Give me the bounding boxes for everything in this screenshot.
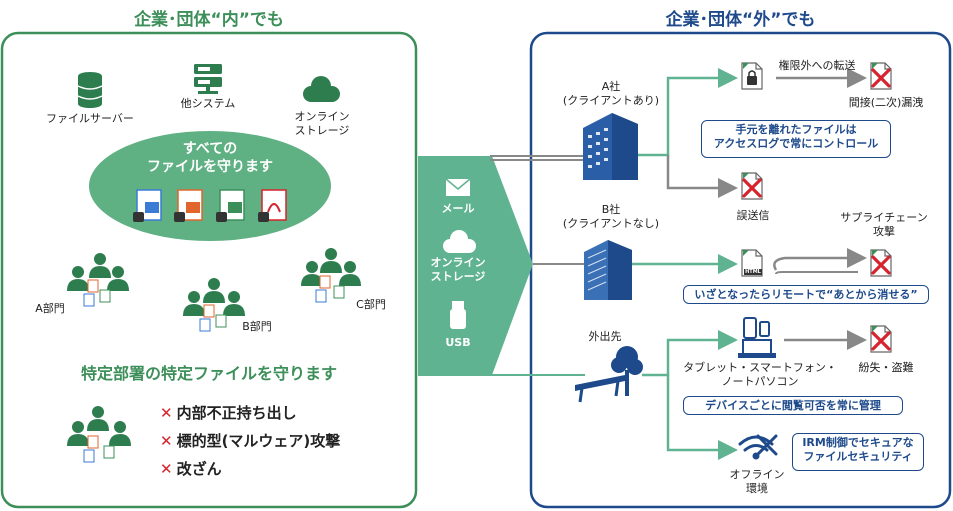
supply-chain-label-1: サプライチェーン xyxy=(840,211,928,224)
channel-online-label-2: ストレージ xyxy=(430,270,486,283)
device-control-box: デバイスごとに閲覧可否を常に管理 xyxy=(683,396,903,415)
devices-label-1: タブレット・スマートフォン・ xyxy=(683,361,837,374)
threat-item-2: ✕標的型(マルウェア)攻撃 xyxy=(160,432,341,450)
misdelivery-label: 誤送信 xyxy=(736,209,770,222)
lost-file-icon xyxy=(870,325,892,353)
cloud-icon xyxy=(303,76,340,102)
offline-wifi-icon xyxy=(738,434,778,460)
remote-delete-box: いざとなったらリモートで“あとから消せる” xyxy=(683,285,929,304)
company-a-label-2: (クライアントあり) xyxy=(562,94,660,107)
offline-label-2: 環境 xyxy=(746,482,768,495)
html-file-icon xyxy=(741,249,763,277)
file-server-label: ファイルサーバー xyxy=(46,112,134,125)
left-title: 企業･団体“内”でも xyxy=(134,10,284,30)
word-file-icon xyxy=(133,189,162,222)
offline-label-1: オフライン xyxy=(729,468,785,481)
access-log-box: 手元を離れたファイルは アクセスログで常にコントロール xyxy=(701,120,891,158)
arrow-a-forward xyxy=(630,68,738,157)
channel-arrow xyxy=(418,156,533,375)
building-b-icon xyxy=(584,240,632,300)
channel-mail-label: メール xyxy=(441,202,475,215)
pdf-file-icon xyxy=(258,189,287,222)
irm-control-box: IRM制御でセキュアな ファイルセキュリティ xyxy=(792,433,924,471)
red-x-icon: ✕ xyxy=(160,432,173,450)
online-storage-cloud-icon xyxy=(443,230,476,253)
arrow-a-misdelivery xyxy=(666,155,738,198)
threat-item-1: ✕内部不正持ち出し xyxy=(160,404,297,422)
arrow-devices xyxy=(642,330,738,377)
online-storage-label-1: オンライン xyxy=(294,110,350,123)
left-subtitle: 特定部署の特定ファイルを守ります xyxy=(80,364,337,383)
dept-b-people-icon xyxy=(183,278,245,332)
dept-a-label: A部門 xyxy=(35,302,65,315)
supply-chain-file-icon xyxy=(870,249,892,277)
company-a-label-1: A社 xyxy=(601,80,621,93)
building-a-icon xyxy=(583,113,638,180)
channel-online-label-1: オンライン xyxy=(430,256,486,269)
threat-item-3: ✕改ざん xyxy=(160,460,222,478)
center-line-1: すべての xyxy=(182,141,238,157)
usb-icon xyxy=(450,301,466,329)
company-b-label-2: (クライアントなし) xyxy=(562,217,660,230)
supply-chain-label-2: 攻撃 xyxy=(873,225,895,238)
right-title: 企業･団体“外”でも xyxy=(665,10,816,30)
excel-file-icon xyxy=(216,189,245,222)
bench-tree-icon xyxy=(575,346,643,403)
online-storage-label-2: ストレージ xyxy=(294,124,350,137)
leaked-file-icon xyxy=(870,62,892,90)
channel-usb-label: USB xyxy=(445,336,471,349)
dept-a-people-icon xyxy=(67,253,129,307)
arrow-offline xyxy=(666,375,738,460)
server-icon xyxy=(194,64,222,94)
locked-file-icon xyxy=(741,62,763,90)
arrow-supply-chain xyxy=(773,248,867,271)
dept-b-label: B部門 xyxy=(242,320,272,333)
database-icon xyxy=(77,72,103,108)
company-b-label-1: B社 xyxy=(601,203,621,216)
threat-people-icon xyxy=(67,406,131,463)
devices-label-2: ノートパソコン xyxy=(721,375,799,388)
devices-icon xyxy=(738,317,776,358)
dept-c-label: C部門 xyxy=(356,298,386,311)
red-x-icon: ✕ xyxy=(160,460,173,478)
left-panel xyxy=(0,31,418,509)
misdelivered-file-icon xyxy=(741,172,763,200)
dept-c-people-icon xyxy=(301,248,361,303)
html-file-label: HTML xyxy=(745,269,761,275)
mail-icon xyxy=(445,178,471,196)
other-system-label: 他システム xyxy=(180,97,236,110)
outside-label: 外出先 xyxy=(588,330,622,343)
powerpoint-file-icon xyxy=(174,189,203,222)
loss-theft-label: 紛失・盗難 xyxy=(858,361,914,374)
center-line-2: ファイルを守ります xyxy=(147,159,273,175)
forward-outside-label: 権限外への転送 xyxy=(778,59,856,72)
indirect-leak-label: 間接(二次)漏洩 xyxy=(848,96,924,109)
red-x-icon: ✕ xyxy=(160,404,173,422)
